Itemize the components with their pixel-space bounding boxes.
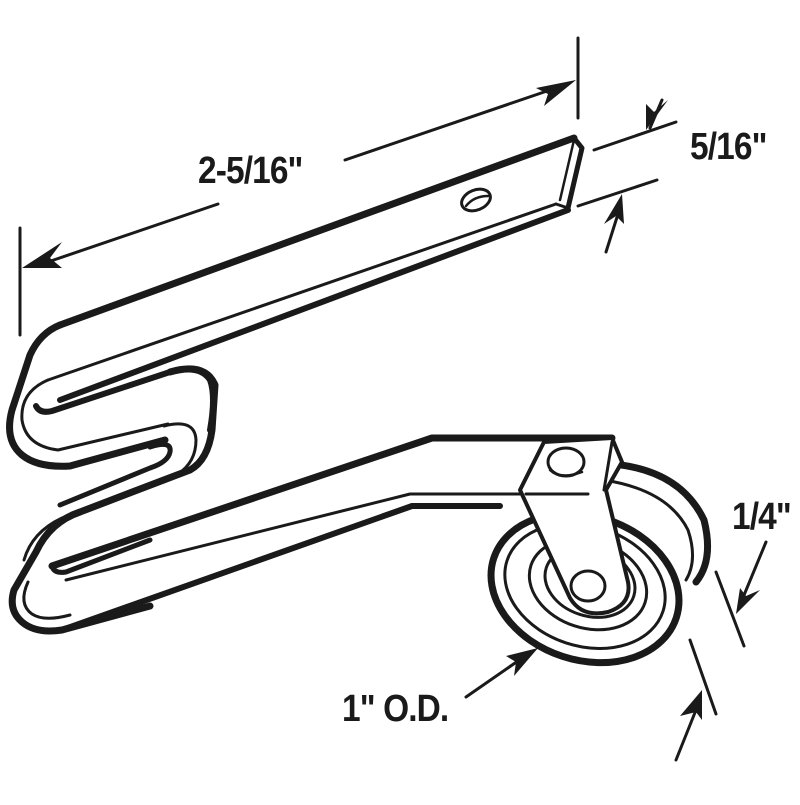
arrowhead-width-top <box>646 100 668 130</box>
width-dimension-lines <box>576 98 678 254</box>
top-arm <box>46 134 585 403</box>
wheel-width-dimension-lines <box>674 540 768 762</box>
width-label: 5/16" <box>690 126 767 168</box>
roller-bracket <box>518 436 631 616</box>
wheel-diameter-label: 1" O.D. <box>342 688 449 730</box>
arrowhead-right <box>536 80 576 106</box>
length-dimension-lines <box>18 36 580 337</box>
roller-wheel <box>487 460 712 667</box>
spring-bend <box>6 321 219 635</box>
arrowhead-left <box>22 242 62 268</box>
arrowhead-wheel-bottom <box>680 690 702 720</box>
length-label: 2-5/16" <box>198 150 303 192</box>
arrowhead-width-bottom <box>604 194 624 224</box>
arrowhead-wheel-top <box>736 588 760 614</box>
wheel-width-label: 1/4" <box>732 496 792 538</box>
arrowhead-diameter <box>506 648 538 676</box>
bottom-arm <box>48 434 616 633</box>
